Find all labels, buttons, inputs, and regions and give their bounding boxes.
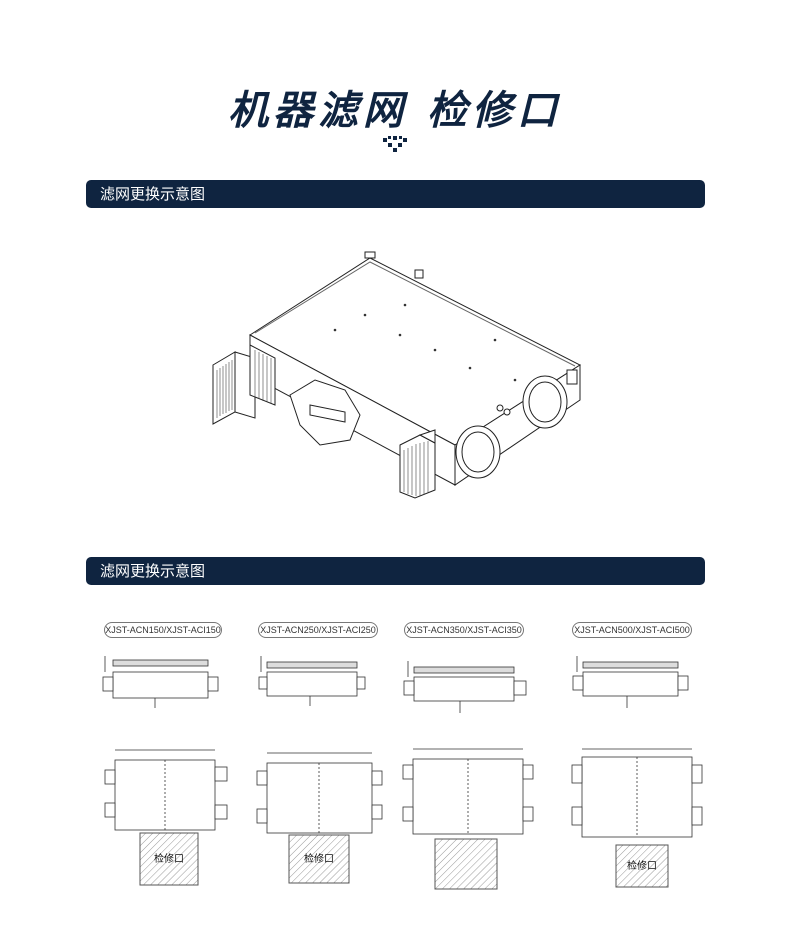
access-port-label-250: 检修口 [304,852,334,865]
access-port-label-500: 检修口 [627,859,657,872]
side-view-drawing-150 [102,656,219,708]
section-header-filter-replacement: 滤网更换示意图 [86,180,705,208]
plan-view-drawing-350 [402,748,534,890]
section-header-dimension-drawings: 滤网更换示意图 [86,557,705,585]
unit-isometric-drawing [212,251,582,499]
brand-logo-icon [383,136,407,152]
access-port-label-150: 检修口 [154,852,184,865]
page-title: 机器滤网 检修口 [228,88,562,134]
plan-view-drawing-150: 检修口 [104,749,228,886]
model-label-500: XJST-ACN500/XJST-ACI500 [572,622,692,638]
model-label-350: XJST-ACN350/XJST-ACI350 [404,622,524,638]
side-view-drawing-350 [403,661,527,713]
model-label-150: XJST-ACN150/XJST-ACI150 [104,622,222,638]
side-view-drawing-500 [572,656,689,708]
side-view-drawing-250 [258,656,366,706]
plan-view-drawing-500: 检修口 [571,748,703,888]
model-label-250: XJST-ACN250/XJST-ACI250 [258,622,378,638]
plan-view-drawing-250: 检修口 [256,752,383,884]
